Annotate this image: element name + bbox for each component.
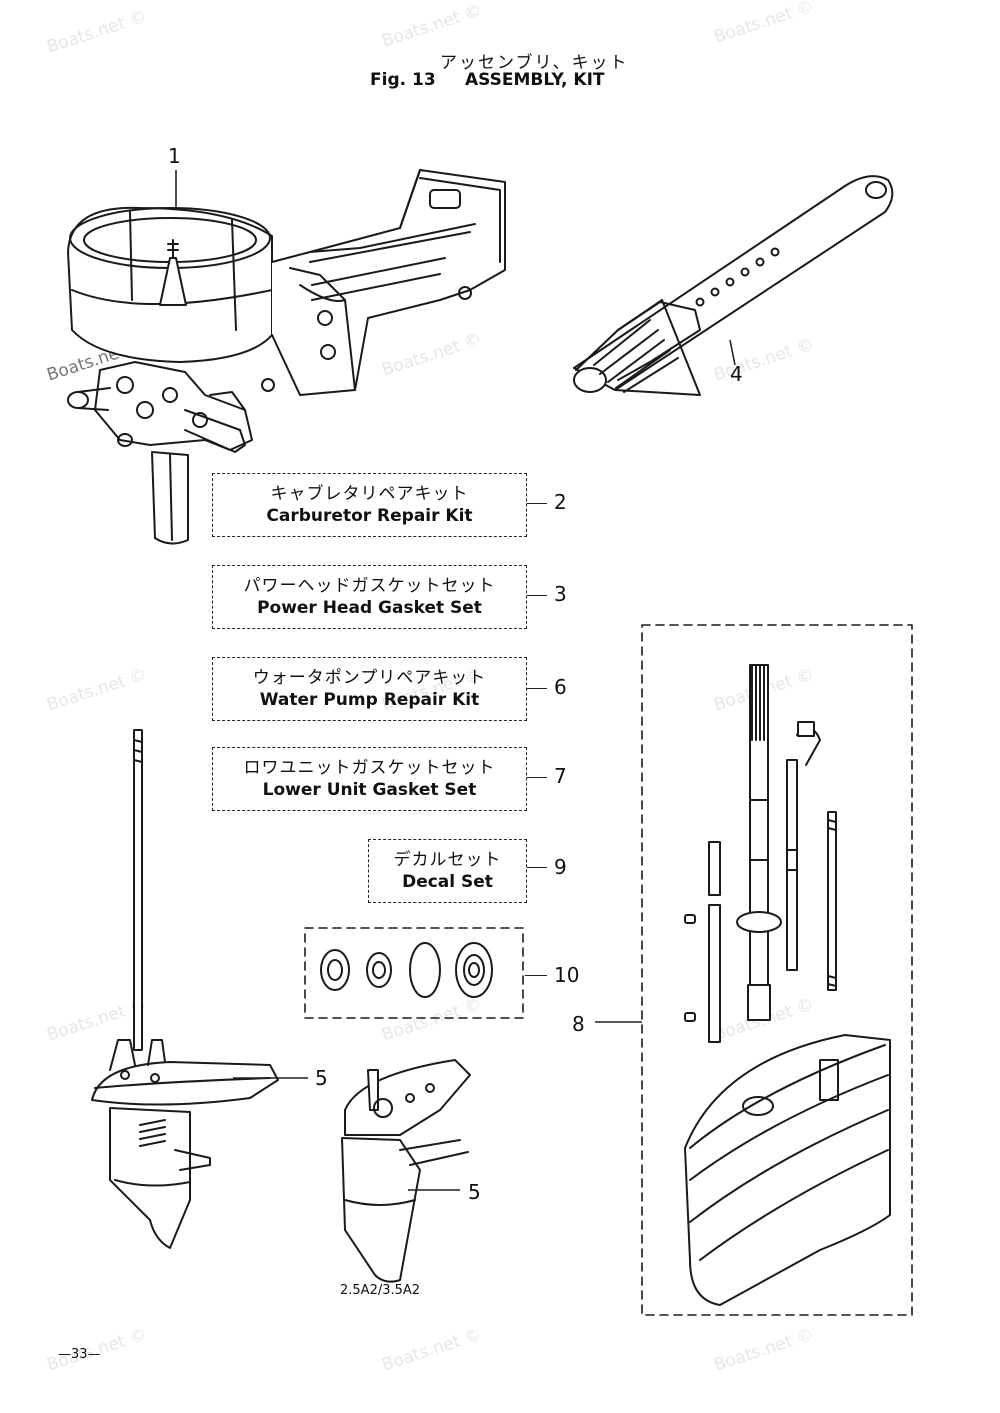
leader-line [527,503,547,504]
callout-3: 3 [554,582,567,606]
kit-label-en: Lower Unit Gasket Set [262,780,477,800]
callout-8: 8 [572,1012,585,1036]
kit-label-en: Decal Set [402,872,493,892]
kit-label-en: Water Pump Repair Kit [259,690,480,710]
figure-title-english: ASSEMBLY, KIT [465,70,605,90]
kit-label-en: Carburetor Repair Kit [266,506,473,526]
power-head-assembly-drawing [67,169,506,545]
callout-1: 1 [168,144,181,168]
seal-kit-drawing [320,942,493,998]
leader-line [527,777,547,778]
callout-7: 7 [554,764,567,788]
kit-label-jp: デカルセット [393,850,502,870]
kit-label-jp: ロワユニットガスケットセット [243,758,496,778]
page-number-value: 33 [71,1347,88,1362]
kit-label-jp: キャブレタリペアキット [270,484,469,504]
kit-decal-set: デカルセット Decal Set [368,839,527,903]
lower-unit-long-drawing [91,729,279,1249]
callout-6: 6 [554,675,567,699]
kit-power-head-gasket: パワーヘッドガスケットセット Power Head Gasket Set [212,565,527,629]
tiller-handle-drawing [573,175,894,396]
callout-5-left: 5 [315,1066,328,1090]
callout-4: 4 [730,362,743,386]
figure-title: Fig. 13 ASSEMBLY, KIT [370,70,605,90]
callout-9: 9 [554,855,567,879]
figure-title-japanese: アッセンブリ、キット [440,53,629,73]
leader-line [527,688,547,689]
kit-label-jp: パワーヘッドガスケットセット [243,576,496,596]
callout-10: 10 [554,963,580,987]
leader-line [525,975,547,976]
lower-unit-short-drawing [341,1059,471,1283]
callout-5-center: 5 [468,1180,481,1204]
leader-line [527,595,547,596]
kit-label-jp: ウォータポンプリペアキット [252,668,487,688]
page-number: —33— [58,1347,101,1362]
leader-line [527,867,547,868]
model-label: 2.5A2/3.5A2 [340,1283,421,1298]
kit-lower-unit-gasket: ロワユニットガスケットセット Lower Unit Gasket Set [212,747,527,811]
kit-water-pump-repair: ウォータポンプリペアキット Water Pump Repair Kit [212,657,527,721]
kit-label-en: Power Head Gasket Set [257,598,482,618]
drive-shaft-components-drawing [684,664,891,1306]
figure-number: Fig. 13 [370,70,436,90]
callout-2: 2 [554,490,567,514]
kit-carburetor-repair: キャブレタリペアキット Carburetor Repair Kit [212,473,527,537]
